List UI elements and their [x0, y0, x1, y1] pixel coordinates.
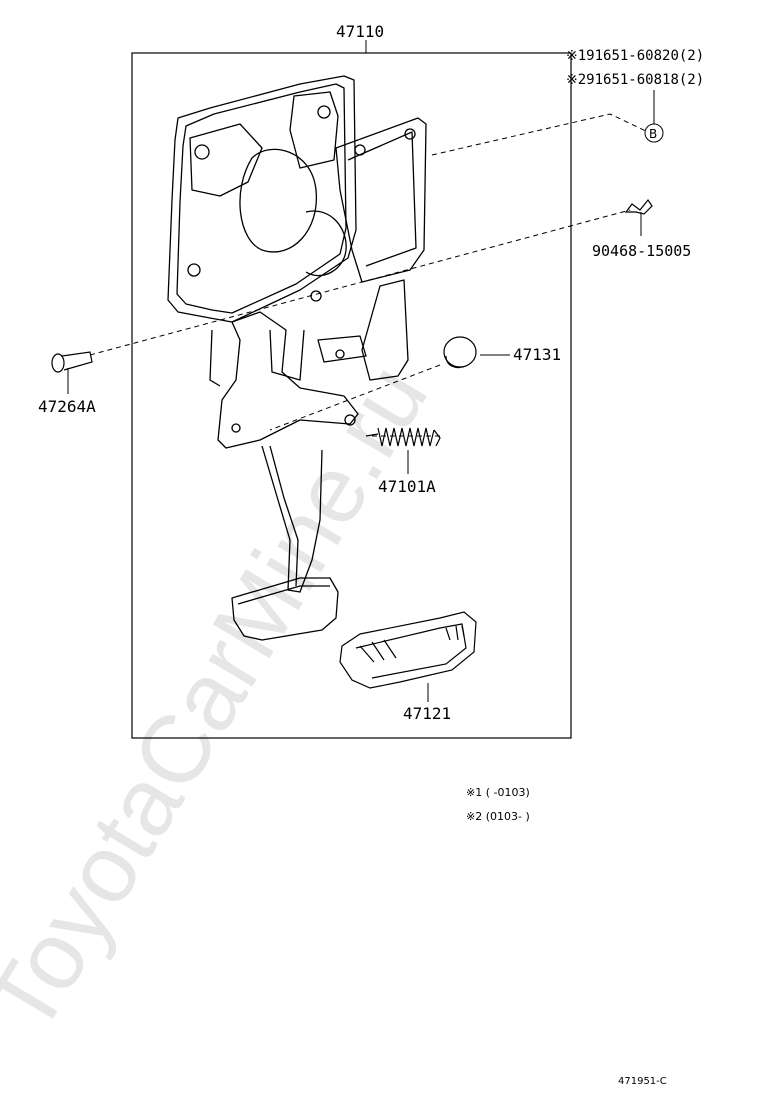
label-pin: 47264A — [38, 397, 96, 416]
label-pad: 47121 — [403, 704, 451, 723]
pedal-pad-part — [339, 611, 477, 689]
label-circle-b: B — [649, 127, 657, 141]
watermark-text: ToyotaCarMine.ru — [0, 346, 448, 1051]
bolt-part — [624, 198, 653, 215]
label-note-1: ※191651-60820(2) — [566, 48, 704, 64]
label-assembly: 47110 — [336, 22, 384, 41]
legend-line-1: ※1 ( -0103) — [466, 786, 530, 799]
dashed-leaders — [89, 113, 649, 437]
label-spring: 47101A — [378, 477, 436, 496]
solid-leaders — [67, 90, 655, 702]
assembly-frame — [131, 52, 572, 739]
cushion-part — [443, 336, 477, 369]
pedal-bracket — [167, 75, 427, 641]
spring-part — [365, 427, 441, 447]
reference-circle-b — [644, 123, 664, 143]
legend-line-2: ※2 (0103- ) — [466, 810, 530, 823]
label-note-2: ※291651-60818(2) — [566, 72, 704, 88]
label-cushion: 47131 — [513, 345, 561, 364]
label-bolt: 90468-15005 — [592, 242, 691, 260]
figure-code: 471951-C — [618, 1076, 667, 1087]
pin-part — [51, 351, 93, 373]
